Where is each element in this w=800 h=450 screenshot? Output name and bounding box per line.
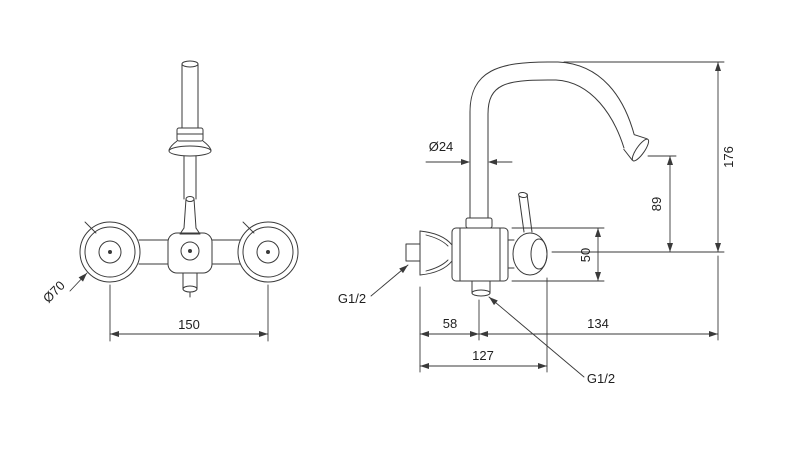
dim-label-dia70: Ø70	[40, 278, 68, 306]
dim-label-176: 176	[721, 146, 736, 168]
lever-front	[185, 196, 195, 202]
dim-label-89: 89	[649, 197, 664, 211]
dimension-dia24: Ø24	[425, 139, 513, 165]
dimension-150: 150	[109, 284, 269, 342]
left-flange	[79, 221, 141, 283]
dim-label-127: 127	[472, 348, 494, 363]
dim-label-g12-right: G1/2	[587, 371, 615, 386]
dimension-50: 50	[511, 227, 605, 282]
aerator-side	[471, 280, 491, 297]
wall-nipple-side	[405, 243, 421, 262]
right-flange	[237, 221, 299, 283]
spout-side	[469, 61, 650, 219]
dim-label-g12-left: G1/2	[338, 291, 366, 306]
dimension-58-134: 58 134	[419, 255, 719, 373]
aerator-front	[182, 272, 198, 290]
dim-label-58: 58	[443, 316, 457, 331]
dim-label-150: 150	[178, 317, 200, 332]
lever-side	[518, 191, 533, 233]
side-view	[405, 61, 650, 297]
escutcheon-side	[419, 230, 453, 276]
dim-label-50: 50	[578, 248, 593, 262]
spout-top-cap	[181, 60, 199, 68]
dimension-g12-right: G1/2	[488, 296, 615, 386]
spout-collar-side	[465, 217, 493, 229]
dimension-127: 127	[419, 277, 548, 373]
spout-tube-front	[181, 63, 199, 129]
dimension-89: 89	[647, 155, 677, 253]
dim-label-134: 134	[587, 316, 609, 331]
dimension-dia70: Ø70	[40, 272, 88, 306]
dimension-176: 176	[551, 61, 736, 253]
valve-body-front	[167, 232, 213, 274]
spout-bell-front	[168, 140, 212, 151]
dim-label-dia24: Ø24	[429, 139, 454, 154]
dimension-g12-left: G1/2	[338, 264, 409, 306]
knob-side	[507, 232, 548, 276]
front-view	[79, 60, 299, 298]
